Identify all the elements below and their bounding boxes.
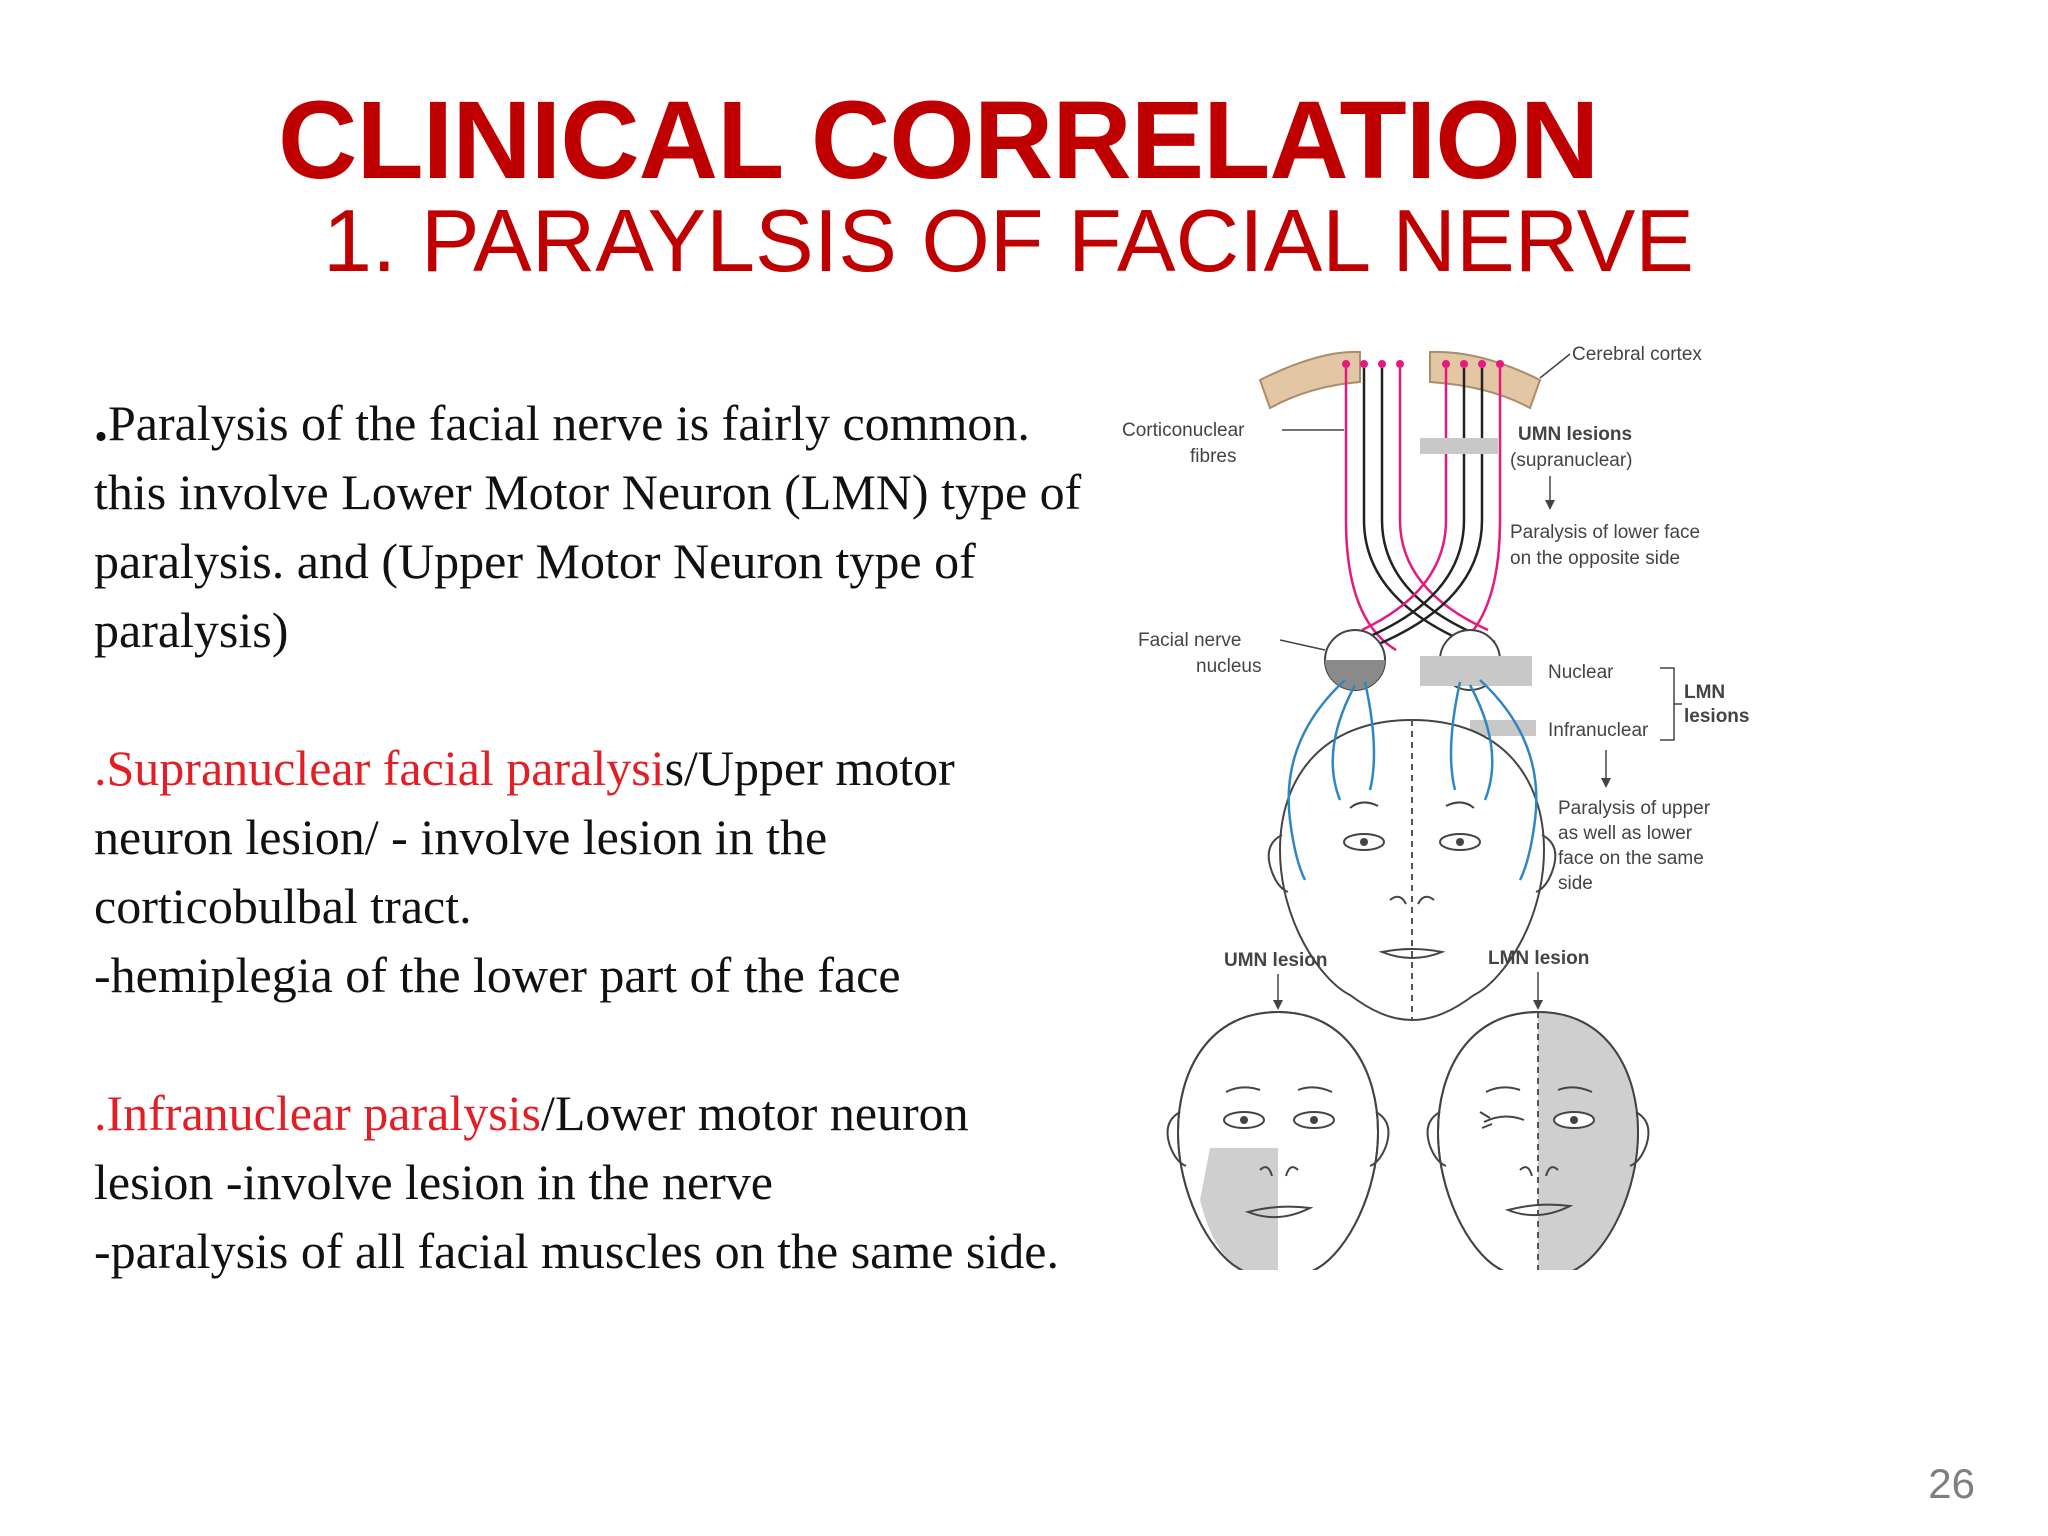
label-umn-lesion: UMN lesion (1224, 950, 1327, 971)
lmn-lesion-head (1426, 1010, 1650, 1270)
supranuclear-text: s/Upper motor neuron lesion/ - involve l… (94, 740, 955, 934)
label-supranuclear: (supranuclear) (1510, 450, 1633, 471)
page-number: 26 (1928, 1460, 1975, 1507)
cortex-left-arc (1258, 350, 1361, 410)
supranuclear-highlight: .Supranuclear facial paralysi (94, 740, 665, 796)
label-paralysis-upper-2: as well as lower (1558, 823, 1693, 844)
intro-text: Paralysis of the facial nerve is fairly … (94, 395, 1082, 658)
supranuclear-detail: -hemiplegia of the lower part of the fac… (94, 947, 901, 1003)
umn-lesion-marker (1420, 438, 1498, 454)
infranuclear-paragraph: .Infranuclear paralysis/Lower motor neur… (94, 1079, 1094, 1217)
infranuclear-text: /Lower motor neuron lesion -involve lesi… (94, 1085, 969, 1210)
infranuclear-highlight: .Infranuclear paralysis (94, 1085, 541, 1141)
label-paralysis-upper-3: face on the same (1558, 848, 1704, 869)
label-paralysis-lower-2: on the opposite side (1510, 548, 1680, 569)
label-lmn: LMN (1684, 682, 1725, 703)
label-facial-nucleus-1: Facial nerve (1138, 630, 1242, 651)
slide-title: CLINICAL CORRELATION (278, 79, 1599, 202)
supranuclear-paragraph: .Supranuclear facial paralysis/Upper mot… (94, 734, 1094, 941)
fibres-right (1349, 368, 1502, 657)
slide-subtitle: 1. PARAYLSIS OF FACIAL NERVE (323, 191, 1695, 290)
intro-lead: . (94, 391, 108, 453)
body-text: .Paralysis of the facial nerve is fairly… (94, 388, 1094, 1286)
label-corticonuclear-1: Corticonuclear (1122, 420, 1245, 441)
facial-nerve-diagram: Cerebral cortex Corticonuclear fibres UM… (1122, 344, 1749, 1270)
umn-lesion-head (1166, 1010, 1390, 1270)
label-paralysis-upper-1: Paralysis of upper (1558, 798, 1711, 819)
label-cerebral-cortex: Cerebral cortex (1572, 344, 1702, 365)
nuclear-lesion-marker (1420, 656, 1532, 686)
intro-paragraph: .Paralysis of the facial nerve is fairly… (94, 388, 1094, 665)
cortex-right-arc (1429, 350, 1542, 410)
label-infranuclear: Infranuclear (1548, 720, 1649, 741)
label-paralysis-upper-4: side (1558, 873, 1593, 894)
label-umn-lesions: UMN lesions (1518, 424, 1632, 445)
label-corticonuclear-2: fibres (1190, 446, 1236, 467)
label-paralysis-lower-1: Paralysis of lower face (1510, 522, 1700, 543)
label-nuclear: Nuclear (1548, 662, 1614, 683)
cortex-neurons (1342, 360, 1504, 368)
label-lmn-lesions: lesions (1684, 706, 1749, 727)
lmn-nerves (1287, 679, 1538, 881)
infranuclear-detail: -paralysis of all facial muscles on the … (94, 1223, 1059, 1279)
label-lmn-lesion: LMN lesion (1488, 948, 1589, 969)
fibres-left (1344, 368, 1501, 657)
label-facial-nucleus-2: nucleus (1196, 656, 1262, 677)
